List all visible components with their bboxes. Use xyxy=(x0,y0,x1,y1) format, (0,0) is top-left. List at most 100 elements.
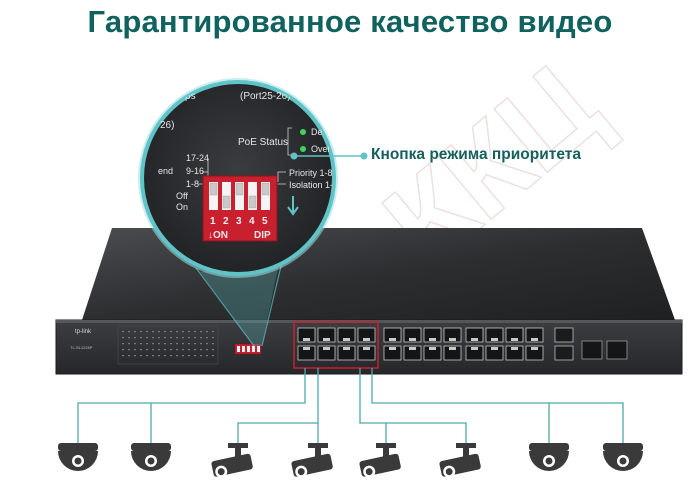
rj45-port-latch xyxy=(449,338,456,341)
led-indicator xyxy=(206,343,208,345)
led-indicator xyxy=(122,337,124,339)
led-indicator xyxy=(176,343,178,345)
led-indicator xyxy=(164,349,166,351)
rj45-port xyxy=(465,345,484,361)
led-indicator xyxy=(122,355,124,357)
dip-slot xyxy=(235,182,244,210)
led-indicator xyxy=(140,355,142,357)
led-indicator xyxy=(122,331,124,333)
led-indicator xyxy=(164,331,166,333)
rj45-port-latch xyxy=(343,347,350,350)
led-indicator xyxy=(158,349,160,351)
led-indicator xyxy=(164,355,166,357)
connection-lines xyxy=(77,368,624,443)
rj45-port-latch xyxy=(531,338,538,341)
led-indicator xyxy=(182,349,184,351)
led-indicator xyxy=(128,331,130,333)
rj45-port xyxy=(423,345,442,361)
rj45-port xyxy=(465,327,484,343)
led-indicator xyxy=(122,343,124,345)
led-indicator xyxy=(188,343,190,345)
led-indicator xyxy=(182,343,184,345)
led-indicator xyxy=(140,343,142,345)
led-indicator xyxy=(164,343,166,345)
rj45-port xyxy=(357,345,376,361)
rj45-port-latch xyxy=(323,338,330,341)
rj45-port-latch xyxy=(429,347,436,350)
bullet-camera-icon xyxy=(359,443,401,478)
led-indicator xyxy=(170,349,172,351)
led-indicator xyxy=(140,331,142,333)
led-indicator xyxy=(146,349,148,351)
svg-text:Isolation 1-24: Isolation 1-24 xyxy=(289,180,343,190)
svg-text:17-24: 17-24 xyxy=(186,153,209,163)
rj45-port-latch xyxy=(471,347,478,350)
rj45-port-latch xyxy=(363,347,370,350)
svg-text:Over P: Over P xyxy=(311,144,339,154)
poe-priority-ports-frame xyxy=(293,321,379,369)
magnifier-connector xyxy=(200,258,280,346)
led-indicator xyxy=(170,331,172,333)
led-indicator xyxy=(200,355,202,357)
svg-text:↓ON: ↓ON xyxy=(208,230,228,241)
led-indicator xyxy=(200,343,202,345)
rj45-port xyxy=(383,327,402,343)
rj45-port xyxy=(443,345,462,361)
led-indicator xyxy=(188,349,190,351)
led-indicator xyxy=(194,337,196,339)
led-indicator xyxy=(158,355,160,357)
front-dip-slot xyxy=(237,346,240,352)
led-indicator xyxy=(152,331,154,333)
led-indicator xyxy=(122,349,124,351)
led-indicator xyxy=(146,355,148,357)
led-indicator xyxy=(152,349,154,351)
svg-text:Off: Off xyxy=(176,191,188,201)
led-indicator xyxy=(146,343,148,345)
rj45-ports xyxy=(297,327,544,361)
dip-number: 4 xyxy=(249,216,255,227)
led-indicator xyxy=(158,343,160,345)
brand-logo: tp-link xyxy=(75,329,92,335)
rj45-port xyxy=(485,327,504,343)
dip-number: 5 xyxy=(262,216,268,227)
led-indicator xyxy=(194,331,196,333)
dip-toggle xyxy=(235,182,244,196)
rj45-port xyxy=(403,327,422,343)
led-indicator xyxy=(200,331,202,333)
led-indicator xyxy=(146,337,148,339)
led-indicator xyxy=(152,343,154,345)
priority-mode-callout: Кнопка режима приоритета xyxy=(371,146,581,163)
dome-camera-icon xyxy=(603,443,643,471)
bullet-camera-icon xyxy=(439,443,481,478)
led-indicator xyxy=(212,343,214,345)
rj45-port xyxy=(505,345,524,361)
led-indicator xyxy=(182,355,184,357)
led-indicator xyxy=(212,337,214,339)
led-indicator xyxy=(188,355,190,357)
rj45-port-latch xyxy=(491,338,498,341)
led-indicator xyxy=(176,331,178,333)
led-indicator xyxy=(134,355,136,357)
led-indicator xyxy=(134,337,136,339)
dip-toggle xyxy=(261,182,270,196)
led-indicator xyxy=(140,349,142,351)
led-indicator xyxy=(206,331,208,333)
led-panel xyxy=(117,325,219,365)
bullet-camera-icon xyxy=(291,443,333,478)
led-indicator xyxy=(176,337,178,339)
rj45-port xyxy=(317,327,336,343)
svg-text:DIP: DIP xyxy=(254,230,271,241)
led-indicator xyxy=(146,331,148,333)
led-indicator xyxy=(188,331,190,333)
led-indicator xyxy=(152,337,154,339)
led-indicator xyxy=(134,343,136,345)
led-indicator xyxy=(188,337,190,339)
rj45-port-latch xyxy=(303,338,310,341)
led-indicator xyxy=(212,355,214,357)
rj45-port-latch xyxy=(323,347,330,350)
led-indicator xyxy=(158,331,160,333)
led-indicator xyxy=(128,349,130,351)
rj45-port-latch xyxy=(343,338,350,341)
svg-text:9-16: 9-16 xyxy=(186,166,204,176)
